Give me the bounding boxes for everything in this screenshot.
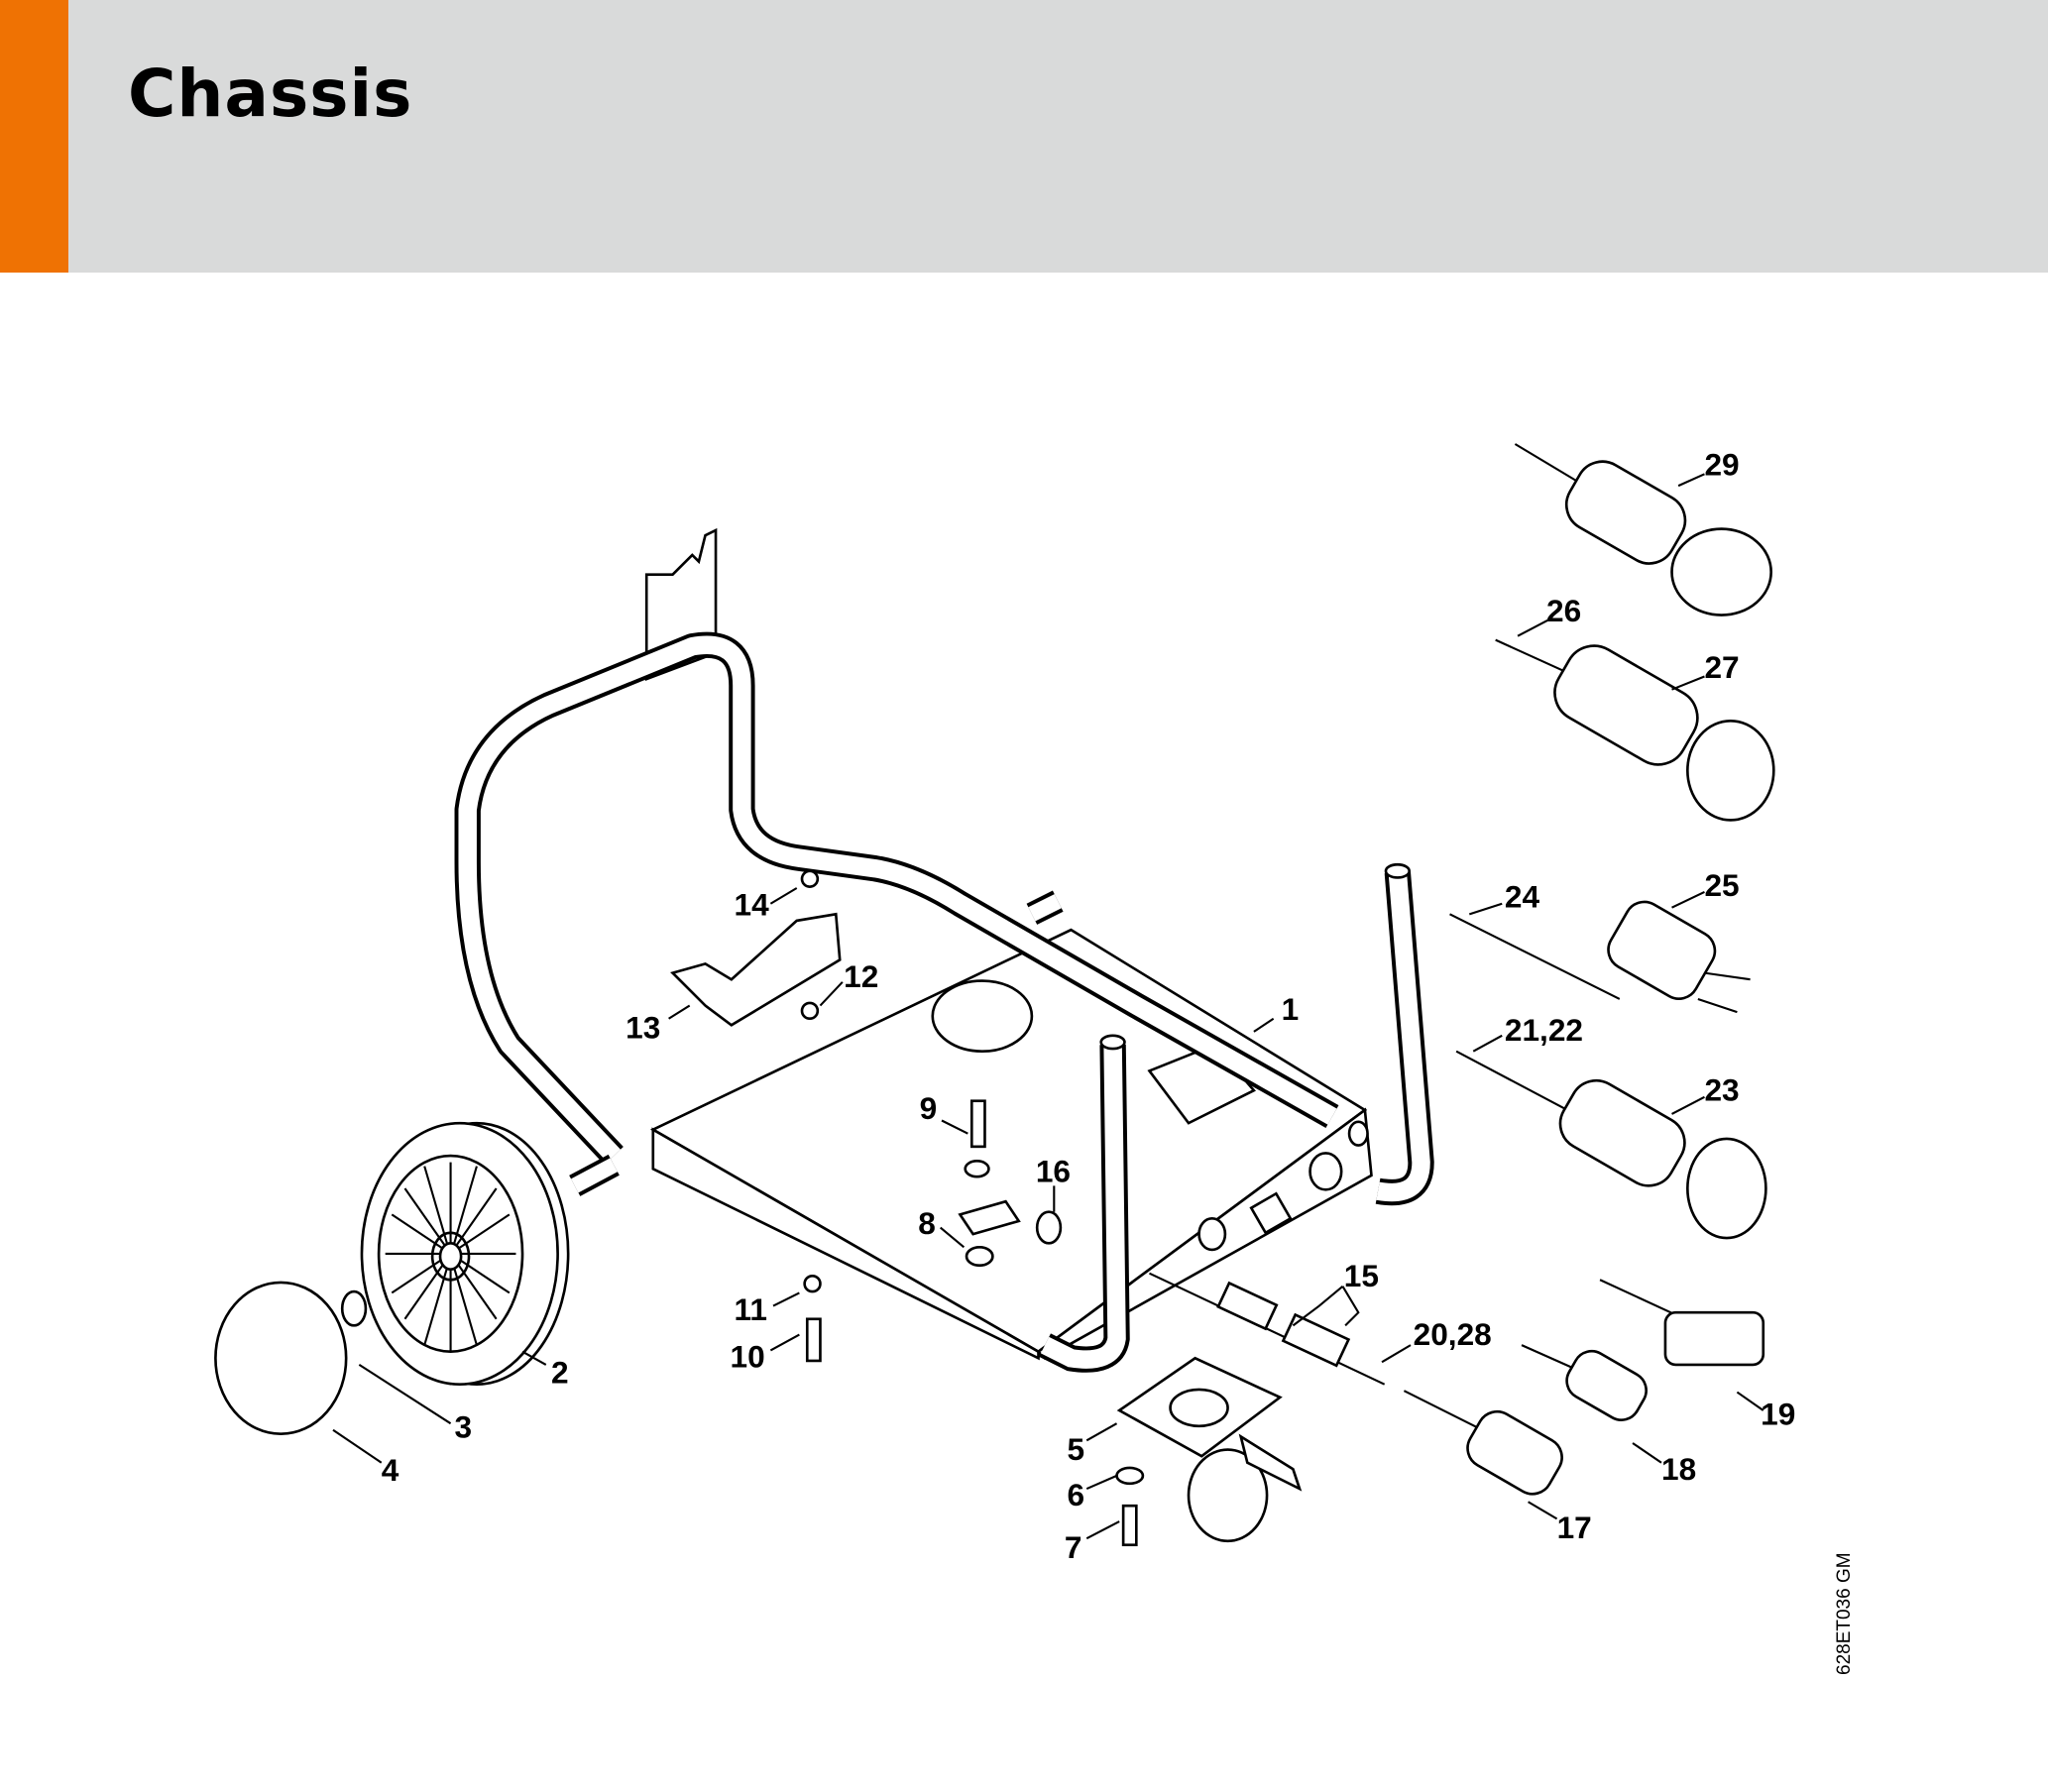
drawing-code: 628ET036 GM (1834, 1552, 1855, 1675)
callout-19: 19 (1761, 1397, 1795, 1432)
cable-gland (1216, 1281, 1279, 1331)
plug-23 (1455, 1050, 1767, 1240)
screw (969, 1099, 986, 1149)
callout-14: 14 (734, 887, 769, 923)
callout-5: 5 (1067, 1431, 1084, 1467)
callout-13: 13 (626, 1009, 660, 1045)
callout-12: 12 (844, 958, 878, 994)
cable-gland-nut (1281, 1312, 1351, 1368)
plug-19 (1599, 1279, 1765, 1367)
callout-27: 27 (1704, 649, 1739, 685)
leader-lines (332, 473, 1764, 1540)
washer (800, 1001, 820, 1021)
callout-26: 26 (1546, 593, 1581, 628)
grommet (1035, 1210, 1063, 1245)
plug-18 (1521, 1344, 1648, 1421)
callout-8: 8 (918, 1205, 936, 1241)
plug-25 (1449, 900, 1751, 1014)
callout-1: 1 (1282, 991, 1300, 1027)
hubcap (214, 1281, 348, 1436)
callout-4: 4 (382, 1452, 399, 1488)
callout-3: 3 (455, 1409, 473, 1445)
lock-washer (340, 1289, 368, 1327)
page-header (0, 0, 2048, 273)
plug-29 (1514, 443, 1772, 616)
callout-24: 24 (1505, 879, 1540, 915)
header-accent-bar (0, 0, 68, 273)
plug-27 (1495, 638, 1775, 822)
wheel (360, 1121, 570, 1386)
callout-20-28: 20,28 (1414, 1316, 1492, 1352)
tube-frame (454, 631, 1434, 1373)
callout-17: 17 (1557, 1510, 1592, 1545)
callout-21-22: 21,22 (1505, 1012, 1583, 1048)
callout-29: 29 (1704, 447, 1739, 483)
callout-16: 16 (1036, 1153, 1071, 1188)
ground-label-plate (958, 1199, 1021, 1236)
callout-6: 6 (1067, 1477, 1084, 1512)
callout-15: 15 (1344, 1258, 1379, 1293)
caster-wheel (1115, 1356, 1303, 1547)
callout-25: 25 (1704, 867, 1739, 903)
plug-17 (1403, 1390, 1563, 1496)
callout-10: 10 (731, 1339, 765, 1375)
callout-18: 18 (1661, 1451, 1696, 1487)
callout-9: 9 (920, 1090, 938, 1126)
page-title: Chassis (128, 56, 413, 132)
callout-23: 23 (1704, 1072, 1739, 1108)
callout-11: 11 (734, 1291, 766, 1327)
clamp-bracket (670, 912, 842, 1027)
callout-7: 7 (1065, 1529, 1082, 1565)
callout-2: 2 (551, 1354, 569, 1390)
nut (800, 869, 820, 888)
